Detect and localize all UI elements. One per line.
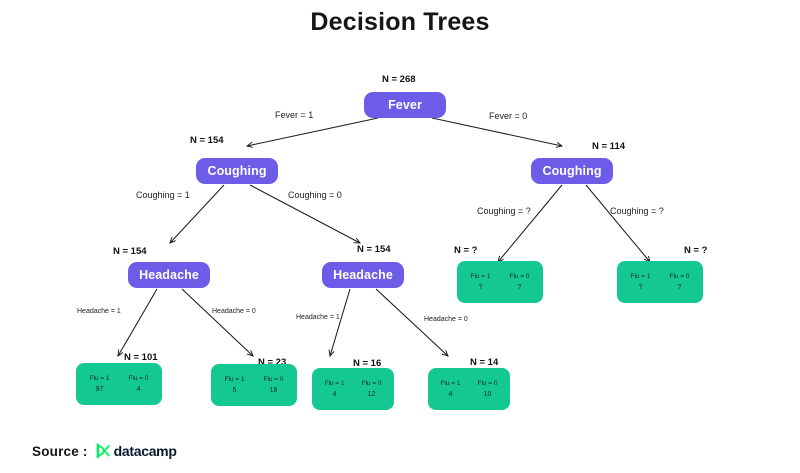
edge-l3-right — [375, 288, 448, 356]
footer: Source : datacamp — [32, 443, 177, 459]
source-label: Source : — [32, 443, 88, 459]
edge-l1-right — [249, 184, 360, 243]
leaf-flu0-value: ? — [517, 284, 522, 291]
edge-label-headache-1-left: Headache = 1 — [77, 308, 121, 315]
edge-l2-left — [118, 288, 158, 356]
n-label-leaf6: N = ? — [684, 245, 708, 256]
node-fever-root[interactable]: Fever — [364, 92, 446, 118]
n-label-l3: N = 154 — [357, 244, 391, 255]
edge-l1-left — [170, 184, 225, 243]
n-label-leaf4: N = 14 — [470, 357, 499, 368]
edge-l2-right — [181, 288, 253, 356]
leaf-flu1-label: Flu = 1 — [630, 273, 651, 280]
leaf-flu1-value: 4 — [448, 391, 453, 398]
n-label-leaf5: N = ? — [454, 245, 478, 256]
leaf-header-row: Flu = 1 Flu = 0 — [432, 378, 506, 389]
node-label: Headache — [139, 268, 199, 282]
leaf-header-row: Flu = 1 Flu = 0 — [316, 378, 390, 389]
leaf-header-row: Flu = 1 Flu = 0 — [621, 271, 699, 282]
leaf-flu1-label: Flu = 1 — [440, 380, 461, 387]
edge-label-headache-1-right: Headache = 1 — [296, 314, 340, 321]
leaf-node-unknown-left[interactable]: Flu = 1 Flu = 0 ? ? — [457, 261, 543, 303]
edge-label-coughing-q-right: Coughing = ? — [610, 206, 664, 216]
edge-label-headache-0-right: Headache = 0 — [424, 316, 468, 323]
leaf-flu0-value: 4 — [136, 386, 141, 393]
leaf-flu0-label: Flu = 0 — [669, 273, 690, 280]
leaf-flu1-label: Flu = 1 — [470, 273, 491, 280]
leaf-flu1-value: ? — [478, 284, 483, 291]
n-label-l1: N = 154 — [190, 135, 224, 146]
node-label: Headache — [333, 268, 393, 282]
leaf-flu0-value: ? — [677, 284, 682, 291]
leaf-node-101[interactable]: Flu = 1 Flu = 0 97 4 — [76, 363, 162, 405]
edge-label-fever-1: Fever = 1 — [275, 110, 314, 120]
leaf-flu0-label: Flu = 0 — [361, 380, 382, 387]
leaf-node-unknown-right[interactable]: Flu = 1 Flu = 0 ? ? — [617, 261, 703, 303]
leaf-flu0-label: Flu = 0 — [263, 376, 284, 383]
leaf-header-row: Flu = 1 Flu = 0 — [461, 271, 539, 282]
leaf-node-16[interactable]: Flu = 1 Flu = 0 4 12 — [312, 368, 394, 410]
leaf-flu1-label: Flu = 1 — [224, 376, 245, 383]
edge-label-coughing-1: Coughing = 1 — [136, 190, 190, 200]
leaf-node-23[interactable]: Flu = 1 Flu = 0 5 18 — [211, 364, 297, 406]
edge-r1-left — [498, 184, 563, 262]
node-headache-right[interactable]: Headache — [322, 262, 404, 288]
datacamp-brand: datacamp — [96, 443, 177, 459]
leaf-flu0-label: Flu = 0 — [128, 375, 149, 382]
leaf-value-row: 4 10 — [432, 389, 506, 400]
leaf-flu1-value: 97 — [95, 386, 104, 393]
leaf-value-row: ? ? — [621, 282, 699, 293]
leaf-header-row: Flu = 1 Flu = 0 — [80, 373, 158, 384]
leaf-value-row: 4 12 — [316, 389, 390, 400]
node-label: Fever — [388, 98, 422, 112]
datacamp-wordmark: datacamp — [113, 443, 177, 459]
node-coughing-right[interactable]: Coughing — [531, 158, 613, 184]
datacamp-logo-icon — [96, 443, 110, 459]
edge-label-headache-0-left: Headache = 0 — [212, 308, 256, 315]
leaf-flu0-value: 18 — [269, 387, 278, 394]
leaf-value-row: 5 18 — [215, 385, 293, 396]
node-label: Coughing — [207, 164, 267, 178]
n-label-leaf1: N = 101 — [124, 352, 158, 363]
edge-label-fever-0: Fever = 0 — [489, 111, 528, 121]
n-label-r1: N = 114 — [592, 141, 626, 152]
edge-root-right — [431, 117, 562, 146]
page-title: Decision Trees — [310, 8, 490, 36]
edge-l3-left — [330, 288, 351, 356]
edge-root-left — [247, 117, 379, 146]
leaf-flu1-value: 4 — [332, 391, 337, 398]
n-label-l2: N = 154 — [113, 246, 147, 257]
node-headache-left[interactable]: Headache — [128, 262, 210, 288]
n-label-leaf3: N = 16 — [353, 358, 382, 369]
leaf-flu0-label: Flu = 0 — [509, 273, 530, 280]
node-label: Coughing — [542, 164, 602, 178]
edge-label-coughing-q-left: Coughing = ? — [477, 206, 531, 216]
leaf-flu1-value: ? — [638, 284, 643, 291]
leaf-flu0-label: Flu = 0 — [477, 380, 498, 387]
n-label-leaf2: N = 23 — [258, 357, 287, 368]
leaf-flu1-value: 5 — [232, 387, 237, 394]
leaf-flu0-value: 10 — [483, 391, 492, 398]
n-label-root: N = 268 — [382, 74, 416, 85]
leaf-node-14[interactable]: Flu = 1 Flu = 0 4 10 — [428, 368, 510, 410]
leaf-flu1-label: Flu = 1 — [89, 375, 110, 382]
leaf-flu1-label: Flu = 1 — [324, 380, 345, 387]
leaf-value-row: 97 4 — [80, 384, 158, 395]
leaf-value-row: ? ? — [461, 282, 539, 293]
edge-r1-right — [585, 184, 650, 262]
edge-label-coughing-0: Coughing = 0 — [288, 190, 342, 200]
node-coughing-left[interactable]: Coughing — [196, 158, 278, 184]
leaf-flu0-value: 12 — [367, 391, 376, 398]
leaf-header-row: Flu = 1 Flu = 0 — [215, 374, 293, 385]
